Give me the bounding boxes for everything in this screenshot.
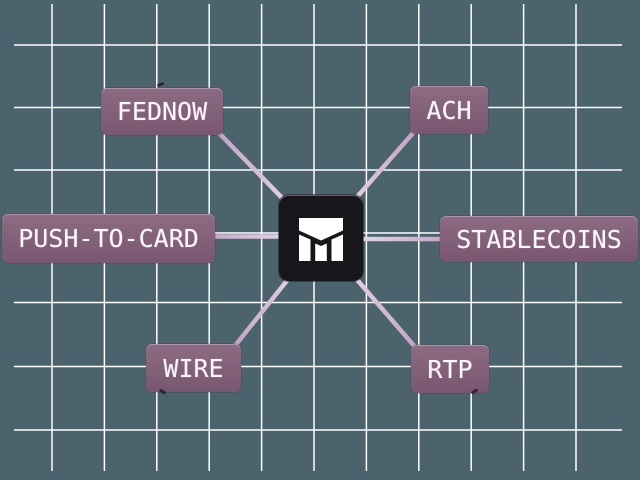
node-stablecoins-label: STABLECOINS — [456, 224, 622, 254]
node-wire-label: WIRE — [163, 353, 224, 383]
node-rtp-label: RTP — [427, 354, 473, 384]
node-ach-label: ACH — [426, 95, 472, 125]
node-ach: ACH — [410, 86, 488, 134]
node-push-to-card-label: PUSH-TO-CARD — [18, 224, 199, 253]
node-fednow: FEDNOW — [101, 88, 223, 135]
node-stablecoins: STABLECOINS — [440, 216, 638, 262]
node-wire: WIRE — [146, 344, 241, 392]
node-fednow-label: FEDNOW — [116, 97, 208, 126]
node-push-to-card: PUSH-TO-CARD — [2, 214, 215, 263]
modern-treasury-logo-icon — [299, 218, 343, 261]
node-rtp: RTP — [411, 345, 489, 393]
center-hub — [279, 195, 363, 281]
